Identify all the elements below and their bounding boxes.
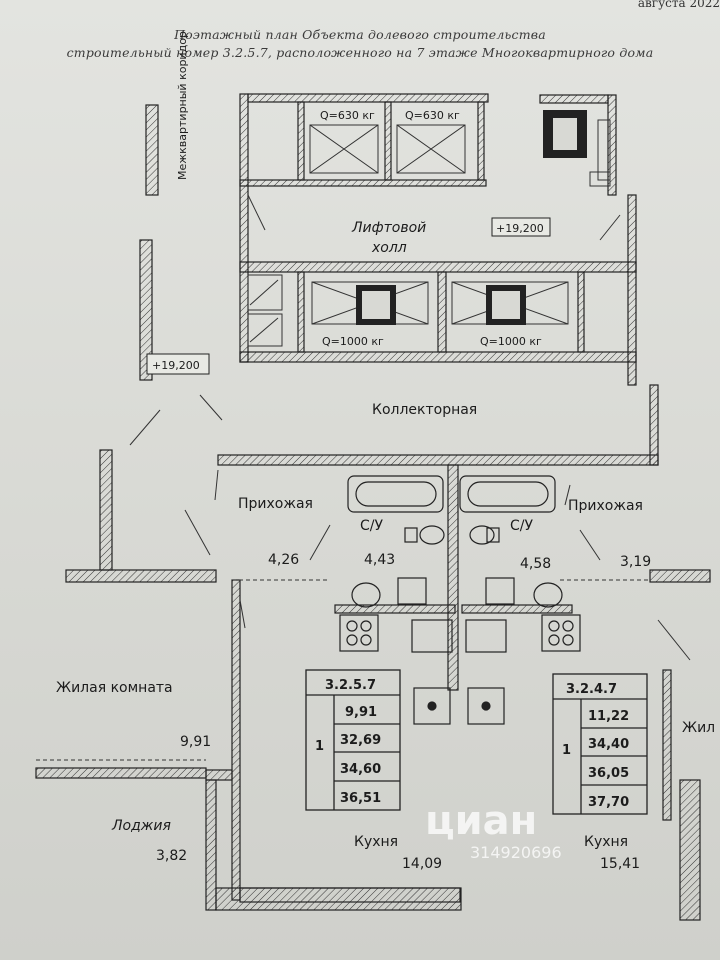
bath-left-area: 4,43 — [364, 552, 395, 568]
loggia-area: 3,82 — [156, 848, 187, 864]
kitchen-right-label: Кухня — [584, 834, 628, 850]
hall-right-label: Прихожая — [568, 498, 643, 514]
document-date: августа 2022 — [637, 0, 720, 10]
elev-mark-left: +19,200 — [152, 359, 200, 372]
lift-small-1-label: Q=630 кг — [320, 109, 375, 122]
living-room-label: Жилая комната — [56, 680, 173, 696]
watermark-brand: циан — [425, 798, 538, 844]
table-left-number: 3.2.5.7 — [325, 678, 376, 693]
kitchen-left-area: 14,09 — [402, 856, 442, 872]
plan-subtitle: строительный номер 3.2.5.7, расположенно… — [66, 45, 654, 60]
collector-label: Коллекторная — [372, 402, 477, 418]
hall-left-area: 4,26 — [268, 552, 299, 568]
shaft-icons — [356, 110, 587, 325]
table-right-number: 3.2.4.7 — [566, 682, 617, 697]
bathtubs — [347, 475, 556, 513]
loggia-label: Лоджия — [111, 818, 171, 834]
lift-small-2-label: Q=630 кг — [405, 109, 460, 122]
bath-right-area: 4,58 — [520, 556, 551, 572]
table-left-rooms: 1 — [315, 739, 324, 754]
elev-mark-top: +19,200 — [496, 222, 544, 235]
lift-hall-label-2: холл — [371, 240, 407, 256]
table-right-value: 11,22 — [588, 709, 629, 724]
table-left-value: 34,60 — [340, 762, 381, 777]
door-swings — [129, 194, 691, 661]
table-left-value: 9,91 — [345, 705, 377, 720]
table-left-value: 32,69 — [340, 733, 381, 748]
plan-title: Поэтажный план Объекта долевого строител… — [174, 27, 546, 42]
openings — [36, 579, 650, 761]
apartment-table-frames — [305, 669, 648, 815]
kitchen-right-area: 15,41 — [600, 856, 640, 872]
living-room-area: 9,91 — [180, 734, 211, 750]
elevation-boxes — [146, 217, 551, 375]
bath-left-label: С/У — [360, 518, 383, 534]
watermark-id: 314920696 — [470, 843, 562, 862]
hall-right-area: 3,19 — [620, 554, 651, 570]
hall-left-label: Прихожая — [238, 496, 313, 512]
table-right-value: 34,40 — [588, 737, 629, 752]
table-right-value: 36,05 — [588, 766, 629, 781]
walls — [35, 93, 711, 921]
table-right-value: 37,70 — [588, 795, 629, 810]
table-left-value: 36,51 — [340, 791, 381, 806]
table-right-rooms: 1 — [562, 743, 571, 758]
living-right-label: Жил — [682, 720, 715, 736]
lift-big-1-label: Q=1000 кг — [322, 335, 384, 348]
interflat-corridor-label: Межквартирный коридор — [176, 31, 189, 180]
bath-right-label: С/У — [510, 518, 533, 534]
lift-hall-label-1: Лифтовой — [351, 220, 426, 236]
fixtures — [239, 525, 581, 903]
kitchen-left-label: Кухня — [354, 834, 398, 850]
lift-big-2-label: Q=1000 кг — [480, 335, 542, 348]
